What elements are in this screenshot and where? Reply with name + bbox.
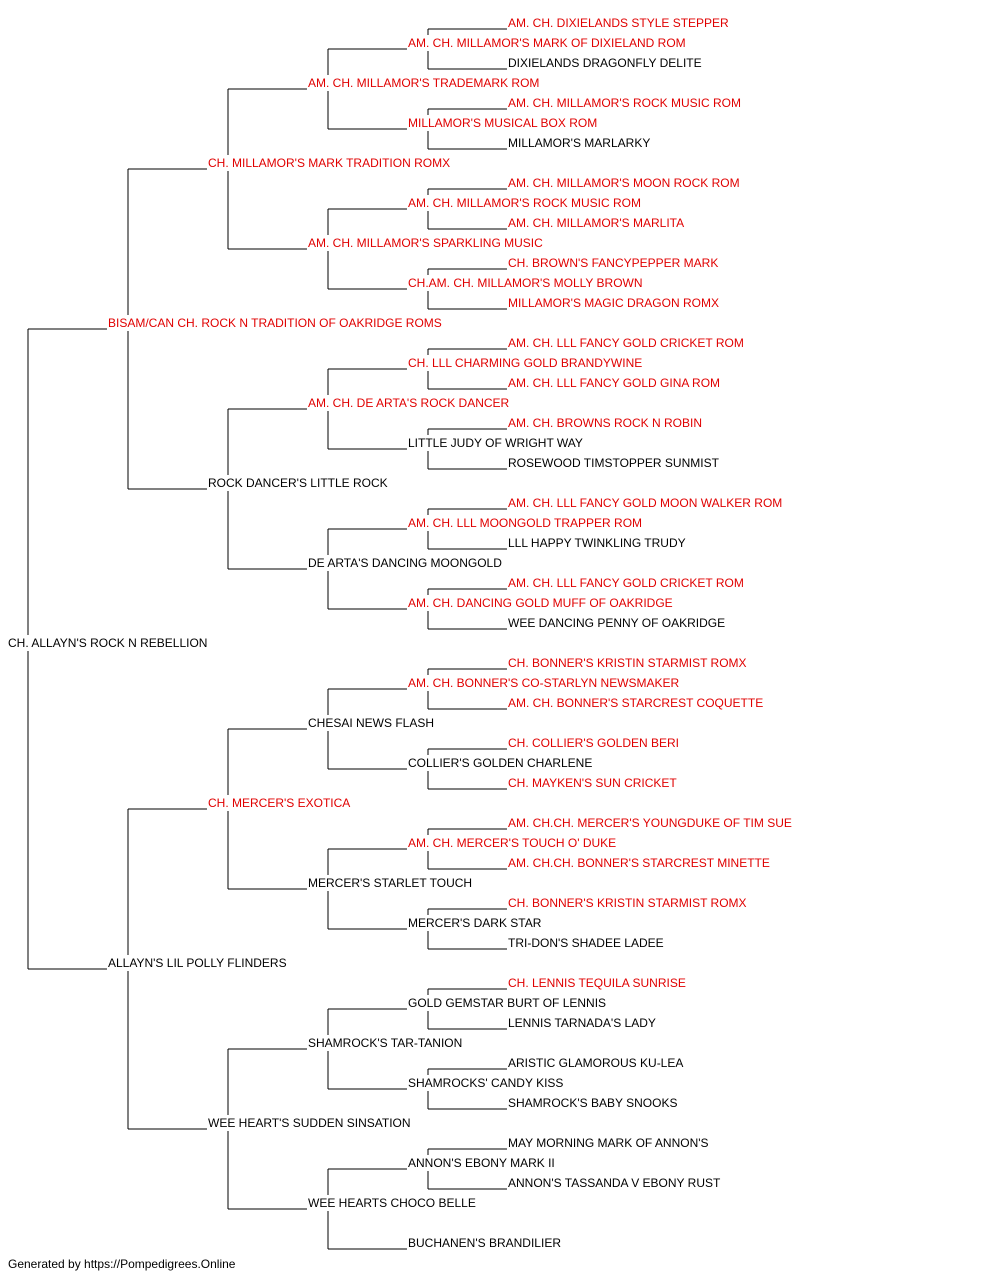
pedigree-node: CH. BROWN'S FANCYPEPPER MARK xyxy=(507,256,720,270)
pedigree-node: AM. CH. LLL FANCY GOLD CRICKET ROM xyxy=(507,576,745,590)
pedigree-node: CH. BONNER'S KRISTIN STARMIST ROMX xyxy=(507,656,748,670)
pedigree-node: AM. CH. DANCING GOLD MUFF OF OAKRIDGE xyxy=(407,596,674,610)
pedigree-node: LITTLE JUDY OF WRIGHT WAY xyxy=(407,436,584,450)
pedigree-node: CH. BONNER'S KRISTIN STARMIST ROMX xyxy=(507,896,748,910)
pedigree-node: LLL HAPPY TWINKLING TRUDY xyxy=(507,536,687,550)
pedigree-node: ARISTIC GLAMOROUS KU-LEA xyxy=(507,1056,685,1070)
pedigree-node: AM. CH.CH. BONNER'S STARCREST MINETTE xyxy=(507,856,771,870)
pedigree-node: BUCHANEN'S BRANDILIER xyxy=(407,1236,562,1250)
pedigree-node: ROCK DANCER'S LITTLE ROCK xyxy=(207,476,389,490)
pedigree-node: CH. LENNIS TEQUILA SUNRISE xyxy=(507,976,687,990)
pedigree-node: LENNIS TARNADA'S LADY xyxy=(507,1016,657,1030)
pedigree-node: AM. CH. MILLAMOR'S TRADEMARK ROM xyxy=(307,76,541,90)
pedigree-node: MAY MORNING MARK OF ANNON'S xyxy=(507,1136,710,1150)
pedigree-node: MILLAMOR'S MUSICAL BOX ROM xyxy=(407,116,599,130)
pedigree-node: MERCER'S DARK STAR xyxy=(407,916,543,930)
pedigree-node: WEE DANCING PENNY OF OAKRIDGE xyxy=(507,616,727,630)
pedigree-node: AM. CH. LLL FANCY GOLD MOON WALKER ROM xyxy=(507,496,784,510)
pedigree-node: DE ARTA'S DANCING MOONGOLD xyxy=(307,556,503,570)
pedigree-node: ROSEWOOD TIMSTOPPER SUNMIST xyxy=(507,456,720,470)
pedigree-node: CH.AM. CH. MILLAMOR'S MOLLY BROWN xyxy=(407,276,644,290)
pedigree-node: AM. CH. MILLAMOR'S MOON ROCK ROM xyxy=(507,176,741,190)
pedigree-node: ANNON'S EBONY MARK II xyxy=(407,1156,556,1170)
pedigree-node: MILLAMOR'S MAGIC DRAGON ROMX xyxy=(507,296,720,310)
pedigree-node: CH. MILLAMOR'S MARK TRADITION ROMX xyxy=(207,156,452,170)
pedigree-node: TRI-DON'S SHADEE LADEE xyxy=(507,936,665,950)
pedigree-node: AM. CH. MILLAMOR'S SPARKLING MUSIC xyxy=(307,236,544,250)
pedigree-node: AM. CH. DIXIELANDS STYLE STEPPER xyxy=(507,16,730,30)
pedigree-node: MILLAMOR'S MARLARKY xyxy=(507,136,652,150)
pedigree-node: CHESAI NEWS FLASH xyxy=(307,716,436,730)
pedigree-node: AM. CH. MILLAMOR'S MARLITA xyxy=(507,216,686,230)
pedigree-node: AM. CH. MILLAMOR'S ROCK MUSIC ROM xyxy=(507,96,742,110)
pedigree-node: AM. CH. BROWNS ROCK N ROBIN xyxy=(507,416,704,430)
pedigree-node: AM. CH. LLL FANCY GOLD CRICKET ROM xyxy=(507,336,745,350)
pedigree-node: BISAM/CAN CH. ROCK N TRADITION OF OAKRID… xyxy=(107,316,443,330)
pedigree-node: SHAMROCK'S BABY SNOOKS xyxy=(507,1096,679,1110)
pedigree-node: CH. ALLAYN'S ROCK N REBELLION xyxy=(7,636,209,650)
pedigree-node: MERCER'S STARLET TOUCH xyxy=(307,876,474,890)
pedigree-node: AM. CH. MERCER'S TOUCH O' DUKE xyxy=(407,836,618,850)
pedigree-node: ANNON'S TASSANDA V EBONY RUST xyxy=(507,1176,722,1190)
pedigree-node: CH. COLLIER'S GOLDEN BERI xyxy=(507,736,680,750)
pedigree-node: ALLAYN'S LIL POLLY FLINDERS xyxy=(107,956,288,970)
pedigree-node: AM. CH. MILLAMOR'S MARK OF DIXIELAND ROM xyxy=(407,36,687,50)
pedigree-node: COLLIER'S GOLDEN CHARLENE xyxy=(407,756,594,770)
pedigree-node: AM. CH. LLL FANCY GOLD GINA ROM xyxy=(507,376,722,390)
pedigree-node: SHAMROCKS' CANDY KISS xyxy=(407,1076,565,1090)
pedigree-node: SHAMROCK'S TAR-TANION xyxy=(307,1036,464,1050)
pedigree-node: AM. CH.CH. MERCER'S YOUNGDUKE OF TIM SUE xyxy=(507,816,793,830)
pedigree-node: CH. MAYKEN'S SUN CRICKET xyxy=(507,776,678,790)
footer-credit: Generated by https://Pompedigrees.Online xyxy=(8,1257,236,1271)
pedigree-node: WEE HEART'S SUDDEN SINSATION xyxy=(207,1116,412,1130)
pedigree-node: WEE HEARTS CHOCO BELLE xyxy=(307,1196,477,1210)
pedigree-node: CH. MERCER'S EXOTICA xyxy=(207,796,352,810)
pedigree-node: AM. CH. LLL MOONGOLD TRAPPER ROM xyxy=(407,516,644,530)
pedigree-node: AM. CH. DE ARTA'S ROCK DANCER xyxy=(307,396,511,410)
pedigree-node: DIXIELANDS DRAGONFLY DELITE xyxy=(507,56,703,70)
pedigree-node: CH. LLL CHARMING GOLD BRANDYWINE xyxy=(407,356,644,370)
pedigree-node: AM. CH. BONNER'S CO-STARLYN NEWSMAKER xyxy=(407,676,681,690)
pedigree-node: AM. CH. BONNER'S STARCREST COQUETTE xyxy=(507,696,765,710)
pedigree-node: AM. CH. MILLAMOR'S ROCK MUSIC ROM xyxy=(407,196,642,210)
pedigree-node: GOLD GEMSTAR BURT OF LENNIS xyxy=(407,996,608,1010)
